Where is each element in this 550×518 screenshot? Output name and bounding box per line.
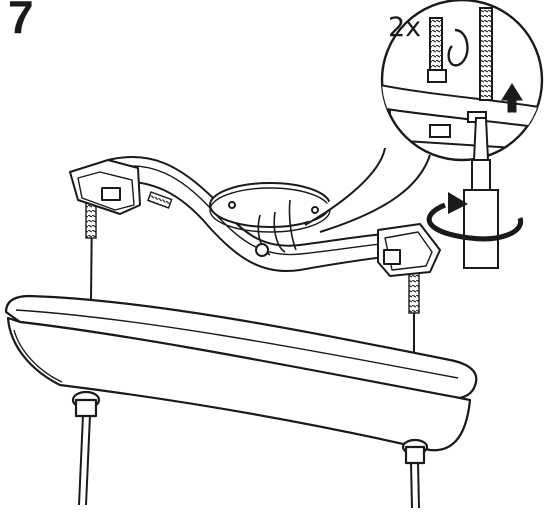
screwdriver [463, 117, 499, 269]
screwdriver-handle [463, 189, 499, 269]
left-clamp-face [77, 171, 135, 211]
bracket-arm-inner [111, 165, 429, 256]
callout-leader [304, 147, 431, 233]
detail-second-rod [479, 7, 493, 101]
left-cord-lower-2 [85, 414, 91, 506]
step-number: 7 [8, 0, 34, 43]
screwdriver-tip [472, 117, 490, 161]
detail-hook [447, 28, 469, 67]
left-cord-lower [78, 414, 84, 506]
canopy-screw-left [228, 201, 236, 209]
shade-inner-rim [15, 309, 459, 379]
right-cord-lower [410, 461, 413, 509]
rotation-arrow-icon [426, 202, 524, 242]
ceiling-bracket [69, 156, 441, 277]
up-arrow-icon [501, 83, 523, 113]
detail-nut-bottom [429, 124, 451, 138]
lamp-shade [4, 294, 478, 465]
center-threaded-rod [147, 191, 173, 209]
shade-body [6, 316, 472, 452]
right-cord-lower-2 [417, 461, 420, 509]
center-nut [255, 243, 269, 257]
detail-callout [304, 0, 544, 269]
detail-ceiling-plate [382, 83, 542, 130]
screwdriver-shaft [471, 159, 491, 191]
canopy-screw-right [311, 206, 319, 214]
right-clamp-screw [383, 249, 401, 265]
left-clamp-screw [101, 187, 121, 201]
left-cord-fitting-body [74, 398, 98, 418]
rotation-arrow-head [448, 192, 468, 214]
detail-nut-top [427, 69, 447, 83]
right-cord-fitting-body [404, 445, 426, 465]
quantity-label: 2x [388, 12, 422, 43]
shade-bottom-line [13, 329, 63, 383]
